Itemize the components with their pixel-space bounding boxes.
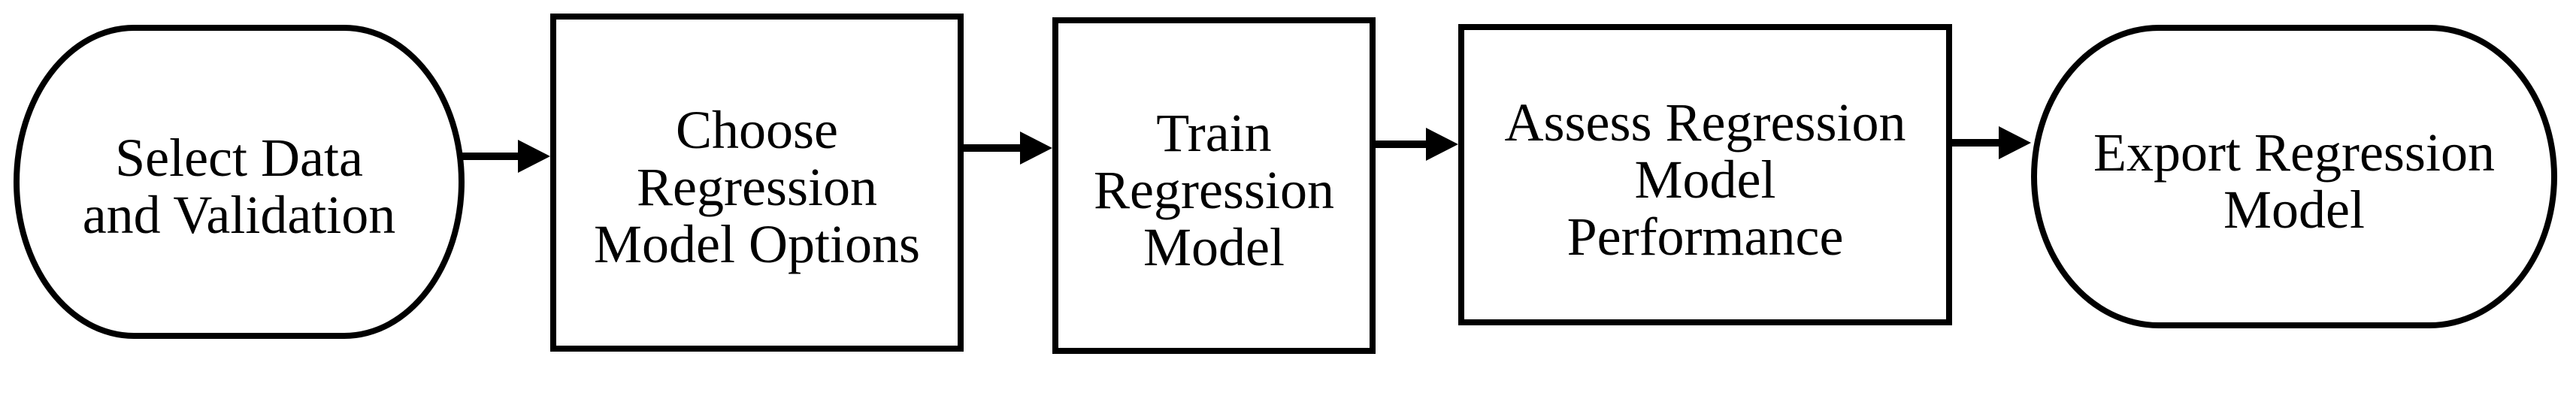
node-label-line: and Validation: [82, 185, 396, 245]
node-export-regression-model: Export Regression Model: [2031, 25, 2557, 328]
flow-arrow-2: [961, 131, 1052, 165]
node-label-line: Model: [1143, 217, 1285, 277]
arrow-shaft: [1373, 141, 1431, 148]
flow-arrow-1: [462, 140, 550, 173]
flow-arrow-4: [1950, 126, 2031, 159]
arrow-head-icon: [518, 140, 550, 173]
node-label-line: Regression: [637, 157, 877, 217]
arrow-shaft: [1950, 139, 2004, 147]
node-label-line: Train: [1156, 103, 1272, 163]
arrow-head-icon: [1426, 128, 1458, 161]
node-choose-regression-model-options: Choose Regression Model Options: [550, 14, 964, 352]
arrow-shaft: [961, 144, 1025, 152]
node-label-line: Choose: [676, 100, 838, 160]
arrow-head-icon: [1999, 126, 2031, 159]
node-label-line: Model Options: [593, 214, 920, 274]
node-label-line: Model: [1634, 149, 1776, 210]
node-label-line: Select Data: [115, 128, 363, 188]
node-label-line: Performance: [1566, 206, 1844, 267]
arrow-shaft: [462, 153, 523, 160]
node-assess-regression-model-performance: Assess Regression Model Performance: [1458, 24, 1952, 325]
node-select-data: Select Data and Validation: [14, 25, 465, 339]
node-label-line: Model: [2223, 180, 2365, 240]
arrow-head-icon: [1020, 131, 1052, 165]
node-train-regression-model: Train Regression Model: [1052, 17, 1376, 354]
node-label-line: Regression: [1094, 160, 1334, 220]
flow-arrow-3: [1373, 128, 1458, 161]
node-label-line: Export Regression: [2093, 122, 2495, 183]
node-label-line: Assess Regression: [1504, 92, 1906, 153]
